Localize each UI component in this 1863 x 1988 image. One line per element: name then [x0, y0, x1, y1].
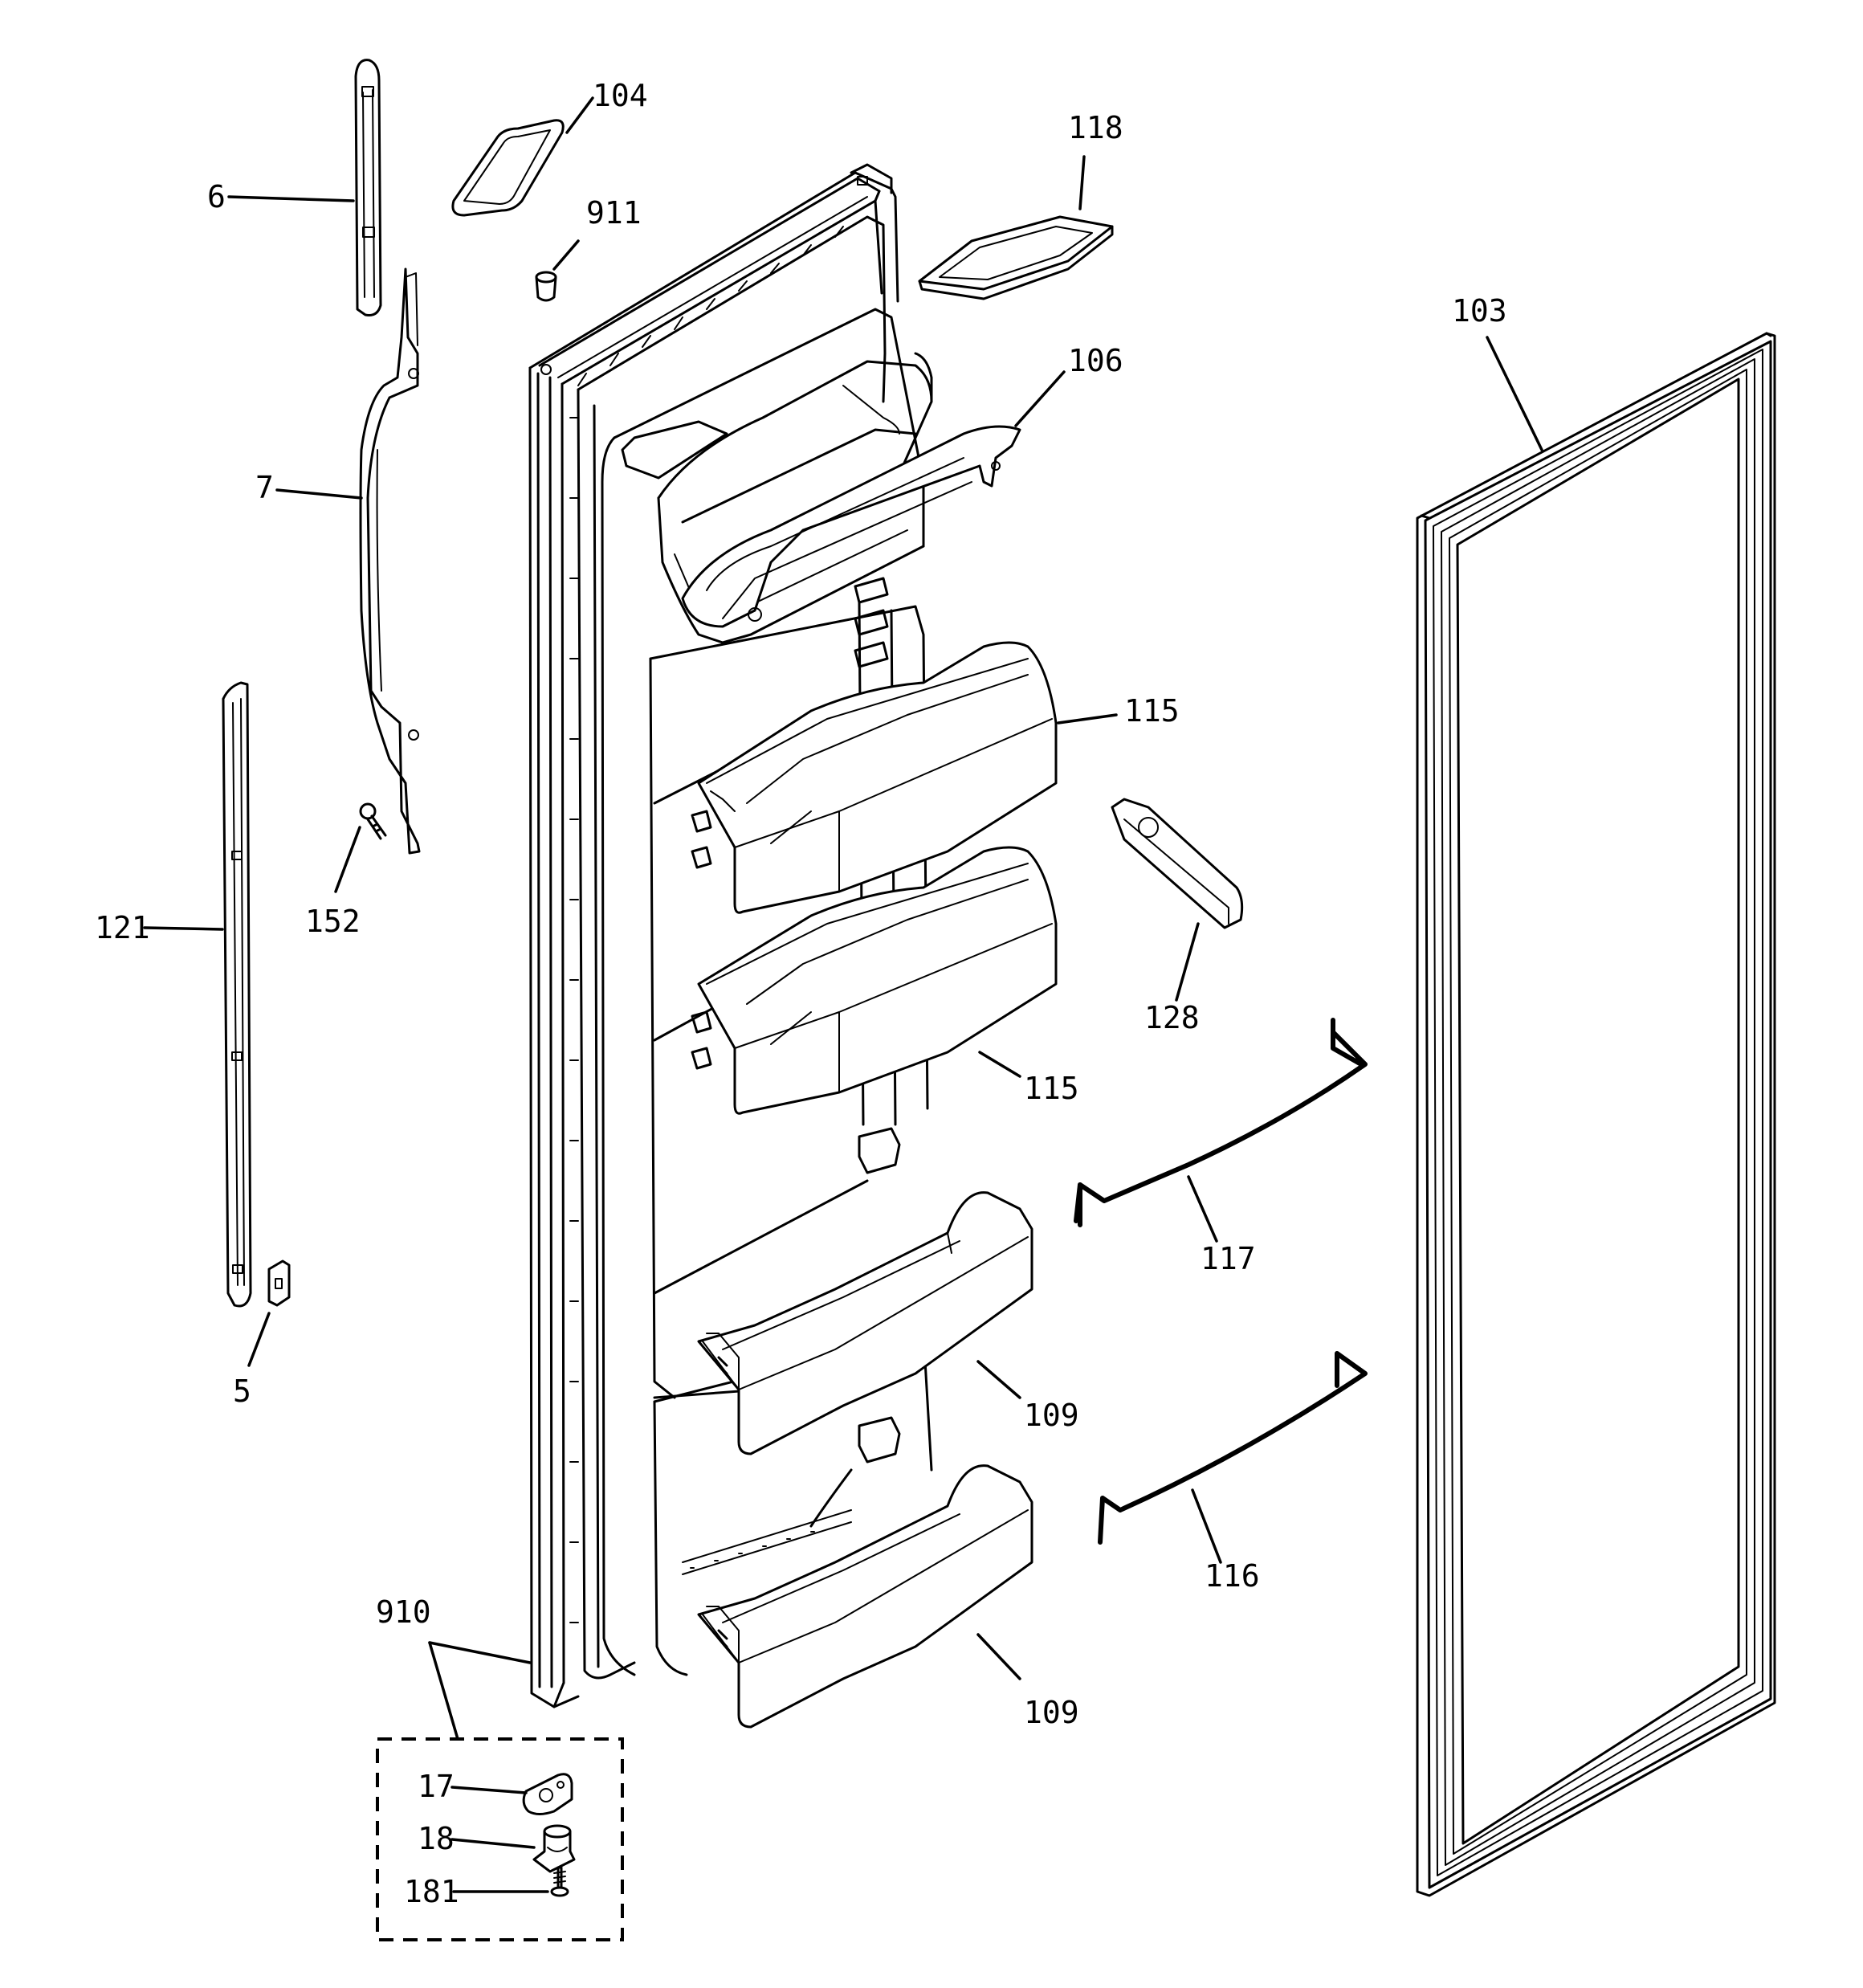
part-106-cover	[681, 352, 1021, 628]
label-181: 181	[404, 1874, 459, 1909]
part-109-bin-lower	[697, 1464, 1033, 1729]
leader-lines	[143, 96, 1543, 1893]
label-117: 117	[1201, 1241, 1256, 1276]
part-911-bushing	[535, 271, 557, 302]
label-152: 152	[305, 904, 361, 939]
label-121: 121	[95, 910, 150, 945]
part-181-screw	[550, 1866, 569, 1897]
label-18: 18	[418, 1821, 455, 1856]
part-118-tray	[918, 215, 1114, 300]
part-117-bar	[1074, 1018, 1368, 1227]
label-109-upper: 109	[1024, 1398, 1079, 1433]
label-106: 106	[1068, 343, 1123, 378]
label-6: 6	[207, 179, 226, 214]
part-109-bin-upper	[697, 1191, 1033, 1455]
part-7-handle	[359, 267, 421, 855]
part-152-screw	[359, 802, 387, 840]
label-116: 116	[1205, 1558, 1260, 1594]
label-7: 7	[255, 470, 274, 505]
part-104-lens	[451, 119, 565, 217]
part-103-gasket	[1416, 332, 1776, 1897]
label-17: 17	[418, 1769, 455, 1804]
part-number-labels: 6 7 121 5 152 104 911 118 103 106 115 11…	[95, 78, 1507, 1909]
part-128-bracket	[1111, 798, 1244, 929]
part-121-trim	[222, 681, 252, 1308]
label-115-lower: 115	[1024, 1071, 1079, 1106]
part-17-hinge-plate	[522, 1773, 573, 1815]
label-115-upper: 115	[1124, 693, 1180, 729]
label-128: 128	[1144, 1000, 1200, 1035]
label-118: 118	[1068, 110, 1123, 145]
label-910: 910	[376, 1594, 431, 1630]
label-103: 103	[1452, 293, 1507, 329]
label-5: 5	[233, 1374, 251, 1409]
label-104: 104	[593, 78, 648, 113]
part-5-clip	[267, 1259, 291, 1307]
part-6-trim	[354, 59, 382, 316]
part-116-bar	[1098, 1351, 1368, 1545]
label-911: 911	[586, 195, 642, 231]
part-115-bin-upper	[691, 641, 1058, 914]
part-115-bin-lower	[691, 846, 1058, 1115]
label-109-lower: 109	[1024, 1695, 1079, 1730]
part-18-hinge-pin	[532, 1824, 576, 1873]
part-910-hinge-kit-box	[376, 1737, 624, 1941]
